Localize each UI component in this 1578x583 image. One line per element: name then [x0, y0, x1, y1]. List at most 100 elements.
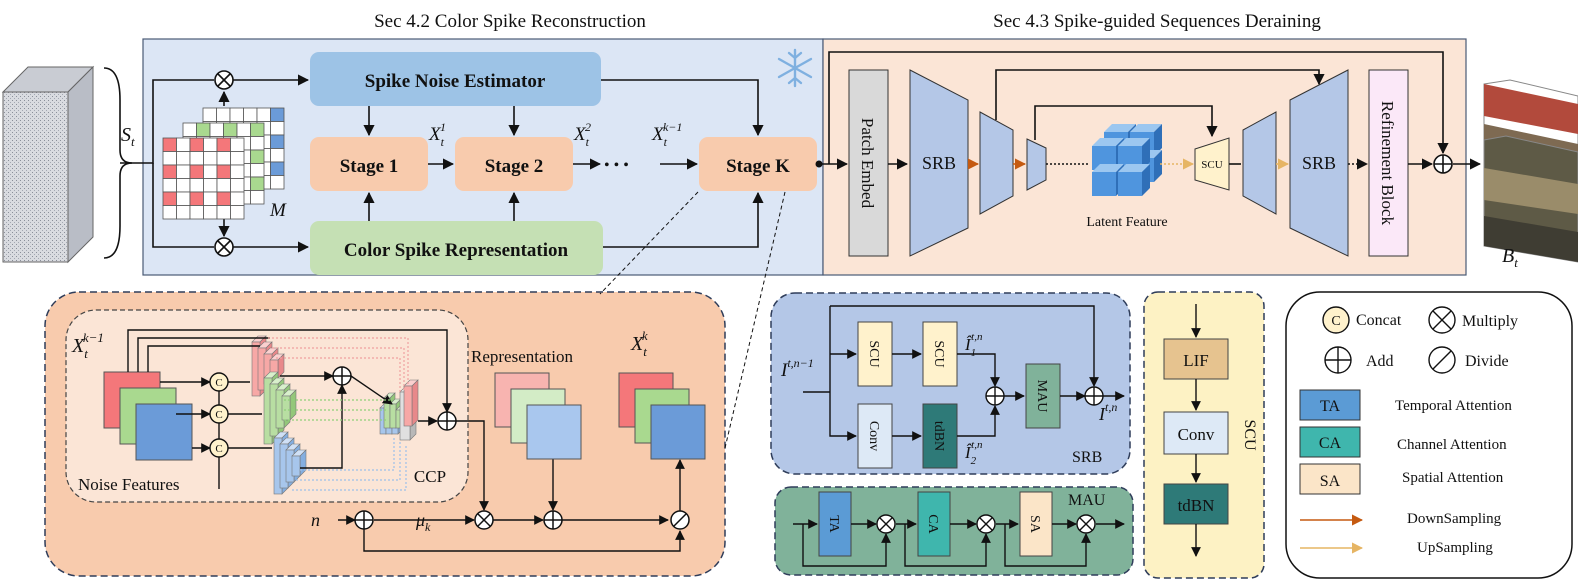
mau-ca-label: CA — [925, 514, 940, 534]
scu-block-shape — [1194, 137, 1230, 191]
representation-label: Representation — [471, 347, 573, 366]
legend-downsampling-label: DownSampling — [1407, 511, 1502, 527]
legend-ca-desc: Channel Attention — [1397, 437, 1507, 453]
stage-output-label: Xtk — [630, 328, 648, 359]
stage-k-label: Stage K — [726, 156, 790, 177]
ccp-label: CCP — [414, 467, 446, 486]
srb-add-op-2 — [1084, 386, 1104, 406]
srb-conv-box — [857, 403, 893, 469]
legend-concat-label: Concat — [1356, 312, 1402, 329]
srb-decoder-label: SRB — [1302, 153, 1336, 173]
mau-multiply-op-0 — [876, 514, 896, 534]
concat-op-0: C — [209, 372, 229, 392]
concat-ops: CCC — [209, 372, 229, 458]
multiply-op-top — [214, 70, 234, 90]
stage-2-box — [455, 137, 573, 191]
refinement-block-label: Refinement Block — [1378, 101, 1397, 226]
n-label: n — [311, 510, 320, 530]
encoder-stage-3-shape — [1026, 138, 1047, 191]
scu-panel-label: SCU — [1241, 419, 1258, 451]
spike-noise-estimator-label: Spike Noise Estimator — [365, 71, 546, 92]
srb-decoder-shape — [1289, 69, 1349, 257]
stage-k-box — [699, 137, 817, 191]
legend-concat-icon — [1322, 306, 1350, 334]
scu-tdbn-label: tdBN — [1178, 496, 1215, 515]
srb-connections — [803, 305, 1125, 441]
mau-multiply-op-1 — [976, 514, 996, 534]
srb-panel-label: SRB — [1072, 449, 1102, 466]
green-feature-slab-3 — [281, 389, 297, 421]
legend-ta-swatch — [1299, 389, 1361, 421]
srb-add-op-1 — [985, 386, 1005, 406]
mau-sa-box — [1019, 491, 1053, 557]
output-frames-image — [1483, 79, 1578, 263]
latent-feature-cubes — [1092, 124, 1162, 196]
zoom-line-right — [724, 191, 786, 449]
reconstruction-connections — [120, 74, 849, 253]
legend-add-icon — [1324, 346, 1352, 374]
zoom-line-left — [599, 191, 699, 295]
blue-feature-slab-3 — [291, 449, 307, 477]
mau-sa-label: SA — [1027, 515, 1042, 534]
scu-tdbn-box — [1163, 483, 1229, 525]
add-op-residual — [437, 411, 457, 431]
srb-mau-box — [1025, 363, 1061, 429]
mask-label: M — [269, 200, 287, 221]
mu-label: μk — [415, 510, 431, 534]
srb-scu-1-box — [857, 321, 893, 387]
stage-k-output-dot — [815, 160, 823, 168]
divide-op-stage — [670, 510, 690, 530]
srb-scu-2-box — [922, 321, 958, 387]
mau-ca-box — [917, 491, 951, 557]
fused-red-slab — [403, 379, 419, 427]
add-op-stage — [543, 510, 563, 530]
legend-sa-swatch — [1299, 463, 1361, 495]
srb-i2-label: Î2t,n — [964, 439, 983, 467]
legend-ca-swatch — [1299, 426, 1361, 458]
legend-multiply-icon — [1428, 306, 1456, 334]
deraining-connections — [828, 51, 1482, 170]
spike-stream-cube — [1, 65, 95, 264]
input-channel-blue — [135, 403, 193, 461]
legend-multiply-label: Multiply — [1462, 313, 1518, 330]
svg-text:C: C — [215, 377, 222, 389]
stage-1-label: Stage 1 — [340, 156, 399, 177]
color-spike-representation-label: Color Spike Representation — [344, 240, 569, 261]
color-spike-representation-box — [310, 221, 603, 275]
ccp-dotted-links — [268, 337, 409, 491]
encoder-stage-2-shape — [979, 111, 1014, 215]
srb-tdbn-label: tdBN — [931, 421, 946, 451]
noise-features-label: Noise Features — [78, 475, 180, 494]
section-title-reconstruction: Sec 4.2 Color Spike Reconstruction — [374, 11, 646, 32]
stage-dots: • • • — [604, 157, 629, 174]
add-op-noise — [354, 510, 374, 530]
srb-encoder-label: SRB — [922, 153, 956, 173]
scu-block-label: SCU — [1201, 159, 1222, 171]
x1-label: Xt1 — [428, 120, 446, 149]
multiply-op-bottom — [214, 237, 234, 257]
svg-text:C: C — [215, 443, 222, 455]
legend-upsampling-label: UpSampling — [1417, 540, 1493, 556]
output-channel-blue — [650, 404, 706, 460]
legend-panel — [1285, 291, 1573, 579]
srb-conv-label: Conv — [866, 421, 881, 451]
stage-1-box — [310, 137, 428, 191]
mau-ta-box — [818, 491, 852, 557]
srb-scu-2-label: SCU — [931, 340, 946, 367]
srb-output-label: It,n — [1098, 400, 1117, 424]
legend-sa-code: SA — [1320, 473, 1341, 490]
patch-embed-label: Patch Embed — [858, 118, 877, 209]
stage-input-label: Xtk−1 — [71, 330, 104, 361]
legend-add-label: Add — [1366, 353, 1394, 370]
rep-channel-blue — [526, 404, 582, 460]
refinement-block-box — [1368, 69, 1409, 257]
stage-2-label: Stage 2 — [485, 156, 544, 177]
add-op-ccp — [332, 366, 352, 386]
mau-connections — [793, 519, 1125, 567]
srb-input-label: It,n−1 — [780, 356, 814, 381]
mau-multiply-op-2 — [1076, 514, 1096, 534]
legend-ta-desc: Temporal Attention — [1395, 398, 1512, 414]
srb-scu-1-label: SCU — [866, 340, 881, 367]
legend-ca-code: CA — [1319, 435, 1342, 452]
